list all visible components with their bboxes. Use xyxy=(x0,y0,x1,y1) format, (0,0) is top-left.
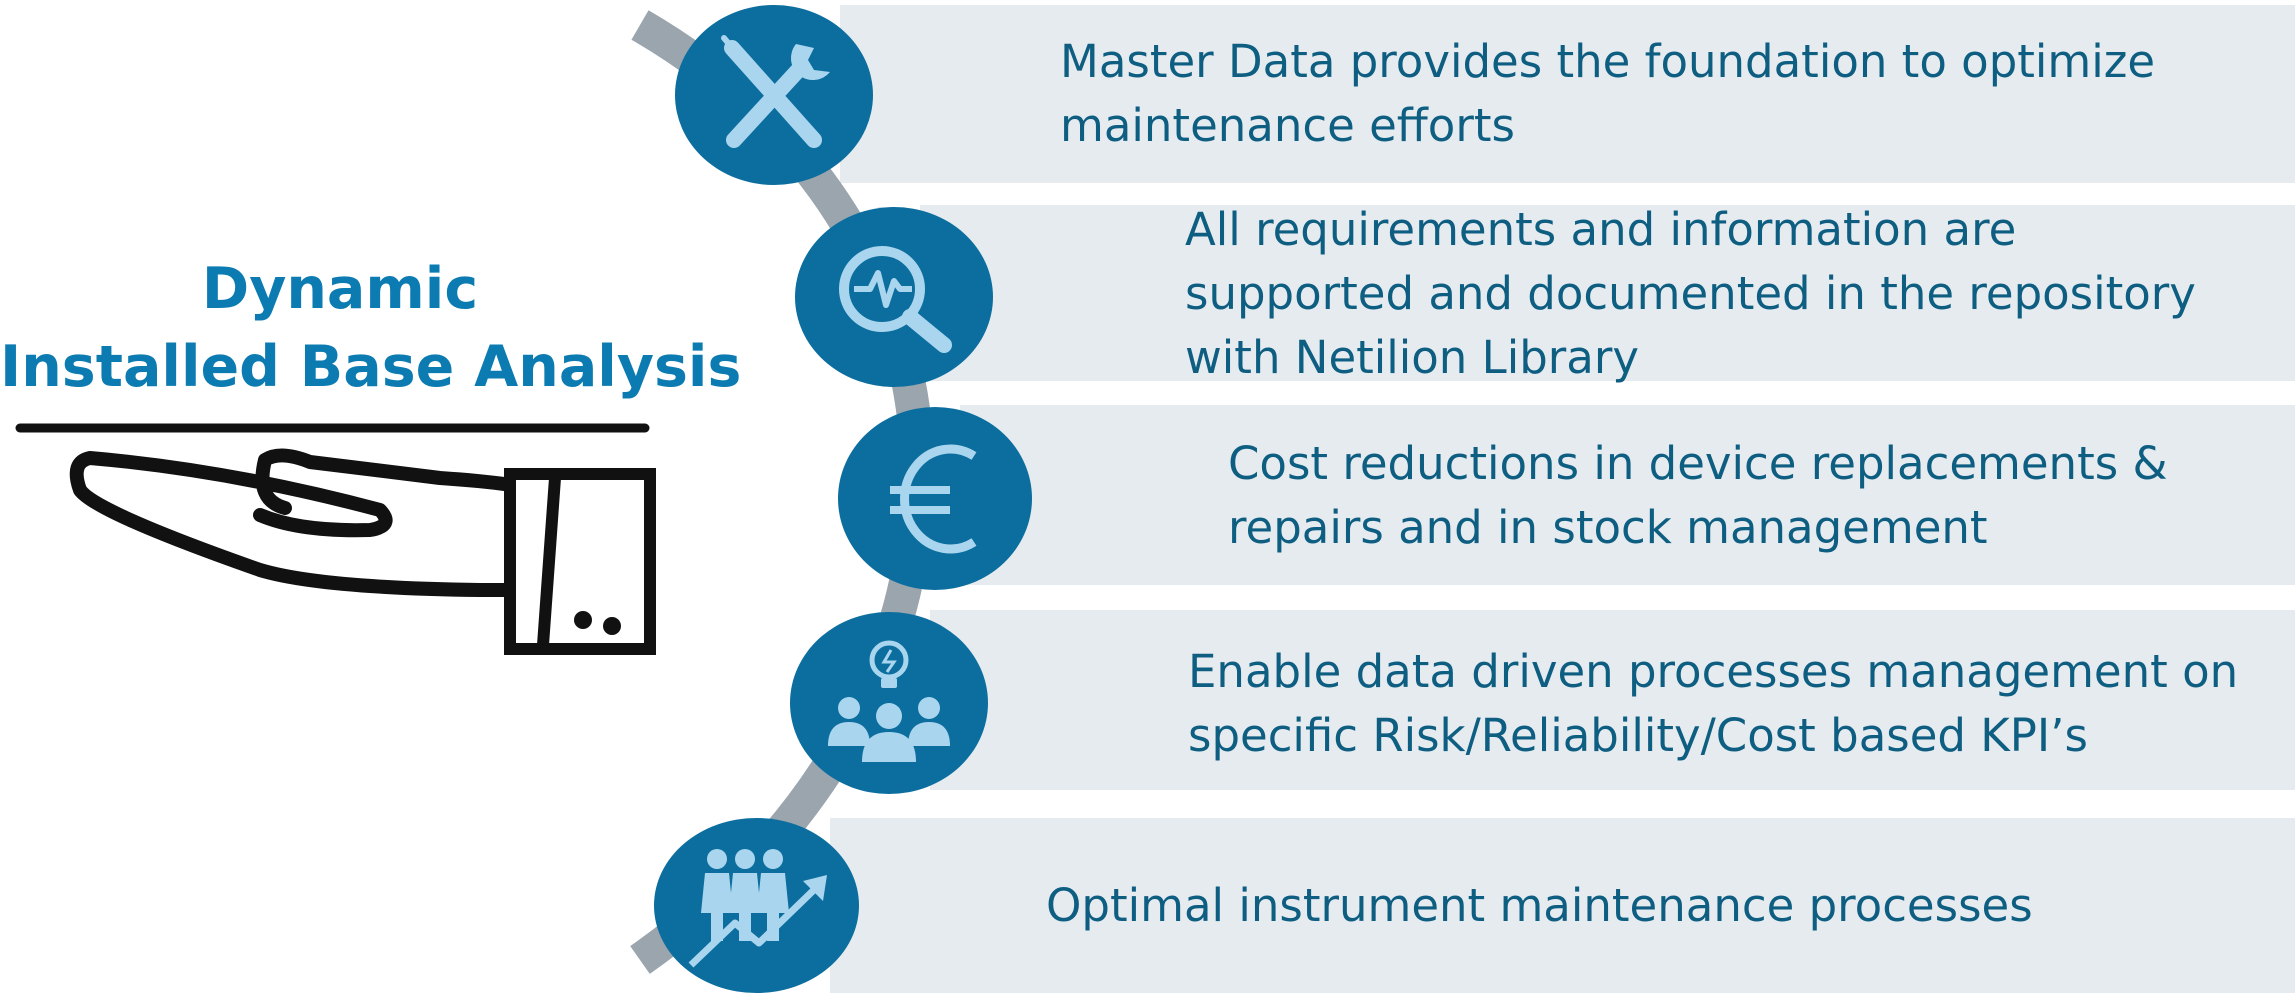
serving-hand-icon xyxy=(15,423,656,655)
row-1-text: Master Data provides the foundation to o… xyxy=(1060,30,2155,158)
euro-icon xyxy=(838,407,1032,590)
band-2 xyxy=(920,205,2295,381)
band-4 xyxy=(930,610,2295,790)
wrench-screwdriver-icon xyxy=(675,5,873,185)
band-1 xyxy=(840,5,2295,183)
row-2-line-1: All requirements and information are xyxy=(1185,203,2017,256)
row-2-text: All requirements and information are sup… xyxy=(1185,198,2196,390)
title-line-1: Dynamic xyxy=(201,256,479,322)
team-lightbulb-icon xyxy=(790,612,988,794)
page-title: Dynamic Installed Base Analysis xyxy=(0,250,742,406)
row-3-line-1: Cost reductions in device replacements & xyxy=(1228,437,2168,490)
row-2-line-3: with Netilion Library xyxy=(1185,331,1639,384)
team-growth-icon xyxy=(654,818,859,993)
row-2-line-2: supported and documented in the reposito… xyxy=(1185,267,2196,320)
magnifier-pulse-icon xyxy=(795,207,993,387)
title-line-2: Installed Base Analysis xyxy=(0,334,742,400)
row-5-text: Optimal instrument maintenance processes xyxy=(1046,874,2033,938)
band-5 xyxy=(830,818,2295,993)
row-4-line-2: specific Risk/Reliability/Cost based KPI… xyxy=(1188,709,2088,762)
row-1-line-1: Master Data provides the foundation to o… xyxy=(1060,35,2156,88)
row-4-line-1: Enable data driven processes management … xyxy=(1188,645,2239,698)
row-1-line-2: maintenance efforts xyxy=(1060,99,1515,152)
row-4-text: Enable data driven processes management … xyxy=(1188,640,2238,768)
row-3-line-2: repairs and in stock management xyxy=(1228,501,1988,554)
row-3-text: Cost reductions in device replacements &… xyxy=(1228,432,2168,560)
band-3 xyxy=(960,405,2295,585)
row-5-line-1: Optimal instrument maintenance processes xyxy=(1046,879,2033,932)
